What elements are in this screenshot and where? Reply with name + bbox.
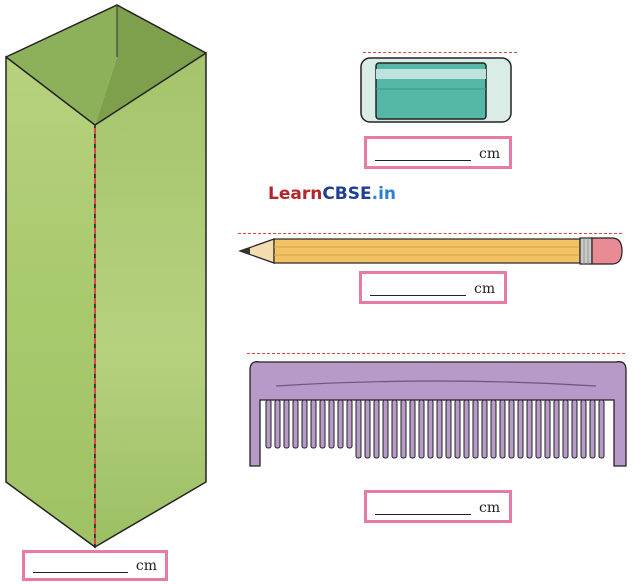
comb-tooth xyxy=(400,399,407,459)
site-logo: LearnCBSE.in xyxy=(268,184,396,204)
comb-tooth xyxy=(283,399,290,449)
comb-answer-box[interactable]: cm xyxy=(364,490,512,523)
tall-box-icon xyxy=(5,4,207,549)
logo-part-learn: Learn xyxy=(268,184,323,204)
pencil-reference-line xyxy=(238,233,622,234)
eraser-icon xyxy=(360,57,512,123)
answer-unit: cm xyxy=(135,558,157,574)
comb-tooth xyxy=(373,399,380,459)
comb-tooth xyxy=(562,399,569,459)
comb-tooth xyxy=(418,399,425,459)
logo-part-in: .in xyxy=(371,184,397,204)
comb-tooth xyxy=(535,399,542,459)
comb-tooth xyxy=(364,399,371,459)
comb-tooth xyxy=(319,399,326,449)
comb-tooth xyxy=(454,399,461,459)
pencil-answer-box[interactable]: cm xyxy=(359,271,507,304)
eraser-answer-box[interactable]: cm xyxy=(364,136,512,169)
comb-tooth xyxy=(346,399,353,449)
comb-icon xyxy=(249,361,627,467)
answer-blank xyxy=(33,558,128,573)
comb-tooth xyxy=(436,399,443,459)
answer-unit: cm xyxy=(474,281,496,297)
comb-tooth xyxy=(274,399,281,449)
comb-tooth xyxy=(337,399,344,449)
comb-reference-line xyxy=(247,353,625,354)
comb-tooth xyxy=(427,399,434,459)
eraser-reference-line xyxy=(363,52,517,53)
comb-tooth xyxy=(463,399,470,459)
comb-tooth xyxy=(481,399,488,459)
answer-unit: cm xyxy=(479,146,501,162)
answer-blank xyxy=(375,500,471,515)
comb-tooth xyxy=(328,399,335,449)
comb-tooth xyxy=(292,399,299,449)
pencil-icon xyxy=(238,237,623,265)
comb-tooth xyxy=(382,399,389,459)
comb-tooth xyxy=(553,399,560,459)
box-answer-box[interactable]: cm xyxy=(22,550,168,581)
comb-tooth xyxy=(526,399,533,459)
comb-tooth xyxy=(490,399,497,459)
comb-tooth xyxy=(391,399,398,459)
comb-tooth xyxy=(544,399,551,459)
comb-tooth xyxy=(517,399,524,459)
answer-blank xyxy=(370,281,466,296)
logo-part-cbse: CBSE xyxy=(322,184,372,204)
comb-tooth xyxy=(598,399,605,459)
comb-tooth xyxy=(571,399,578,459)
comb-tooth xyxy=(409,399,416,459)
comb-tooth xyxy=(301,399,308,449)
comb-tooth xyxy=(265,399,272,449)
comb-tooth xyxy=(589,399,596,459)
answer-blank xyxy=(375,146,471,161)
answer-unit: cm xyxy=(479,500,501,516)
comb-tooth xyxy=(310,399,317,449)
comb-tooth xyxy=(499,399,506,459)
comb-tooth xyxy=(508,399,515,459)
comb-tooth xyxy=(445,399,452,459)
comb-tooth xyxy=(580,399,587,459)
comb-tooth xyxy=(355,399,362,459)
comb-tooth xyxy=(472,399,479,459)
